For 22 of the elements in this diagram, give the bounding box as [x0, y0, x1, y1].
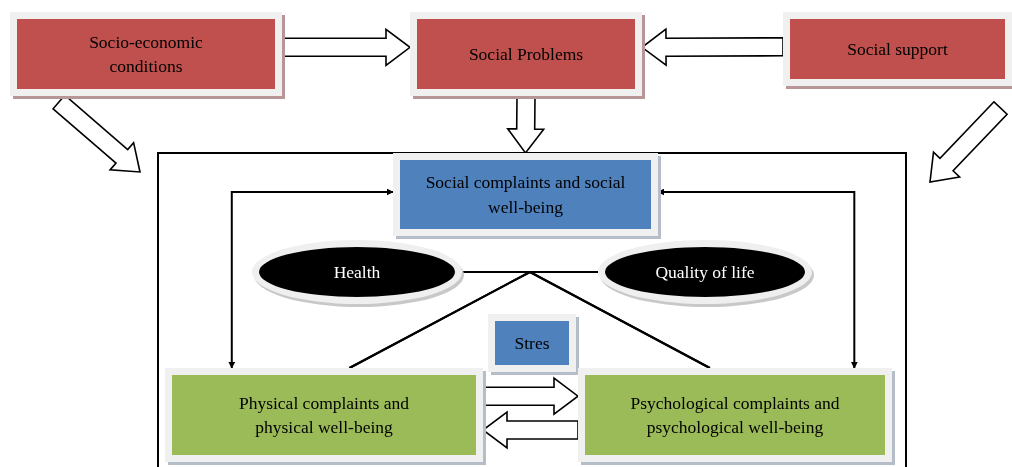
node-label: Social Problems	[468, 42, 584, 66]
process-box	[10, 12, 282, 96]
node-label: Socio-economic conditions	[88, 30, 204, 78]
process-box	[165, 368, 483, 462]
process-box	[393, 153, 658, 236]
node-label: Social support	[847, 37, 948, 61]
node-label: Social complaints and social well-being	[424, 171, 627, 219]
process-box	[410, 12, 642, 96]
node-label: Quality of life	[655, 260, 755, 284]
node-label: Physical complaints and physical well-being	[237, 391, 411, 439]
process-box	[578, 368, 892, 462]
block-arrow	[929, 100, 1009, 183]
node-label: Stres	[514, 331, 550, 355]
process-box	[783, 12, 1012, 86]
process-box	[488, 314, 576, 372]
frame-box	[157, 152, 907, 467]
node-label: Psychological complaints and psychological well-being	[629, 391, 841, 439]
connector-line	[529, 271, 711, 369]
arrow	[228, 188, 394, 369]
node-label: Health	[333, 260, 381, 284]
block-arrow	[282, 27, 412, 67]
block-arrow	[506, 96, 546, 155]
